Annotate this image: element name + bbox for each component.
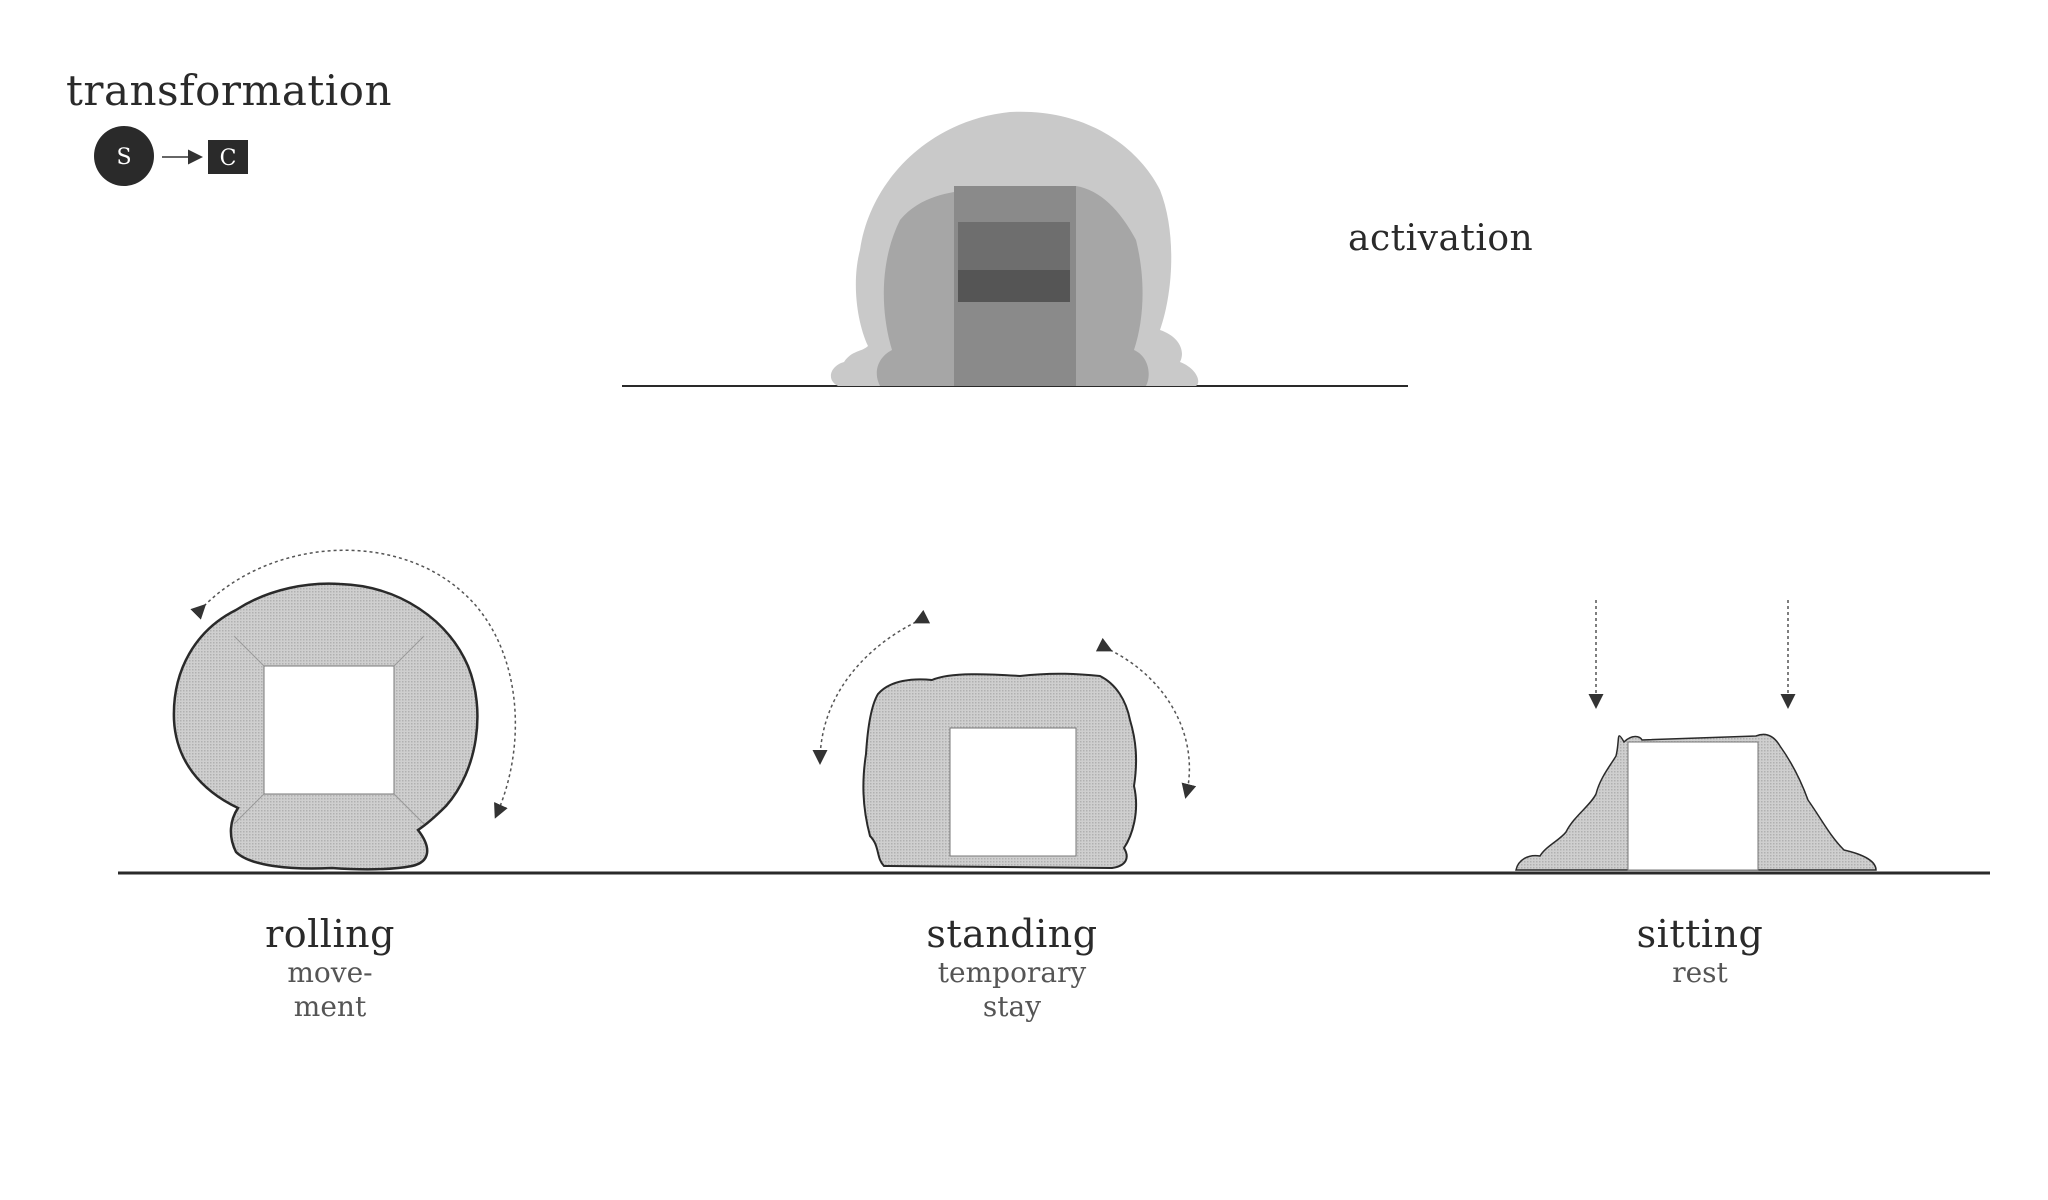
activation-figure (622, 111, 1408, 387)
source-circle-letter: S (116, 145, 131, 170)
standing-title: standing (926, 912, 1098, 956)
sitting-label: sitting rest (1550, 912, 1850, 990)
sitting-subtitle-1: rest (1672, 956, 1728, 989)
rolling-title: rolling (265, 912, 395, 956)
sitting-figure (1515, 600, 1877, 871)
standing-figure (812, 609, 1197, 870)
standing-left-arrow (812, 609, 931, 765)
target-square-icon (208, 140, 248, 174)
standing-inner-square (949, 727, 1077, 857)
standing-right-arrow (1095, 637, 1197, 799)
rolling-rotation-arrow (190, 549, 517, 819)
rolling-label: rolling move- ment (180, 912, 480, 1024)
standing-label: standing temporary stay (862, 912, 1162, 1024)
standing-subtitle-1: temporary (937, 956, 1087, 989)
activation-core-band (958, 270, 1070, 302)
source-circle-icon (94, 126, 154, 186)
rolling-figure (172, 549, 517, 871)
sitting-inner-square (1627, 741, 1759, 871)
rolling-subtitle-1: move- (287, 956, 373, 989)
legend-transformation-icon: S C (94, 126, 248, 186)
standing-subtitle-2: stay (982, 990, 1042, 1023)
page-title: transformation (66, 66, 393, 115)
target-square-letter: C (220, 146, 237, 171)
activation-label: activation (1348, 218, 1534, 259)
rolling-inner-square (263, 665, 395, 795)
rolling-subtitle-2: ment (293, 990, 367, 1023)
sitting-title: sitting (1636, 912, 1764, 956)
